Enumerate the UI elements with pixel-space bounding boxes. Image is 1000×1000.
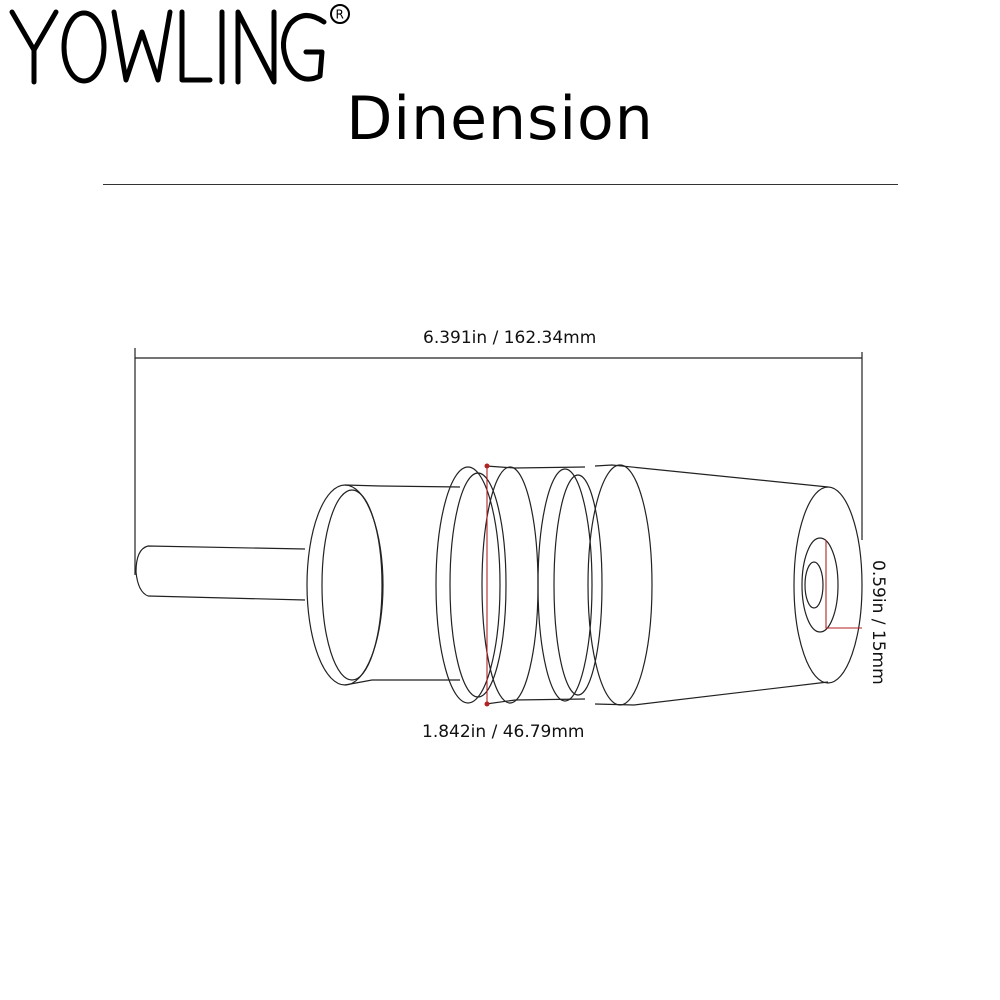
shaft — [135, 545, 306, 601]
collar-ring-inner — [321, 489, 383, 681]
end-face — [793, 486, 863, 684]
length-dimension-line — [134, 348, 863, 575]
overall-length-label: 6.391in / 162.34mm — [423, 328, 597, 348]
svg-text:R: R — [336, 8, 344, 22]
title-divider — [103, 184, 898, 185]
hole-diameter-label: 0.59in / 15mm — [868, 560, 888, 685]
hole-measure-line — [825, 540, 862, 629]
end-hole-inner — [804, 561, 824, 609]
outer-diameter-label: 1.842in / 46.79mm — [422, 722, 585, 742]
end-hole-outer — [801, 537, 839, 633]
page-title: Dinension — [346, 84, 654, 154]
collar-ring — [306, 484, 384, 686]
brand-logo: R — [9, 4, 350, 85]
